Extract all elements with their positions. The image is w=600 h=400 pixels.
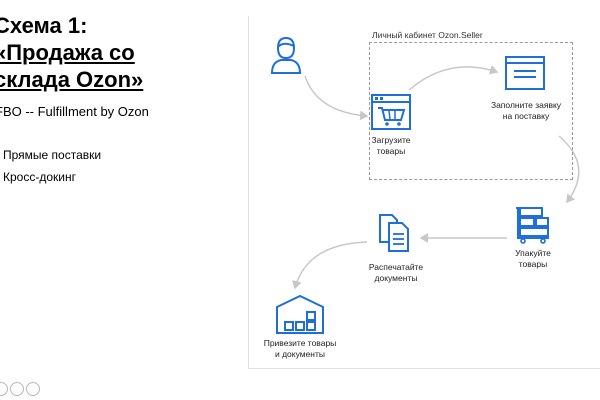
documents-icon	[379, 214, 409, 252]
title-line-2: «Продажа со	[0, 40, 135, 65]
document-window-icon	[505, 56, 545, 90]
seller-cabinet-label: Личный кабинет Ozon.Seller	[372, 30, 483, 40]
slide-title: Схема 1: «Продажа со склада Ozon»	[0, 12, 143, 93]
arrow-user-to-upload	[304, 75, 369, 121]
step-pack-label: Упакуйте товары	[515, 248, 551, 269]
slide-controls	[0, 382, 40, 396]
seller-cabinet-box	[369, 42, 573, 180]
zoom-icon[interactable]	[10, 382, 24, 396]
title-line-3: склада Ozon»	[0, 67, 144, 92]
bullet-item-crossdock: Кросс-докинг	[3, 170, 76, 184]
step-deliver-label: Привезите товары и документы	[263, 338, 337, 359]
warehouse-icon	[276, 294, 324, 334]
bullet-item-direct: Прямые поставки	[3, 148, 102, 162]
arrow-print-to-deliver	[292, 241, 368, 290]
diagram-panel: Личный кабинет Ozon.Seller Загрузите тов…	[248, 16, 600, 369]
bullet-list: Прямые поставки Кросс-докинг	[3, 144, 101, 188]
more-icon[interactable]	[26, 382, 40, 396]
step-print-label: Распечатайте документы	[368, 262, 424, 283]
title-line-1: Схема 1:	[0, 13, 88, 38]
slide-subtitle: FBO -- Fulfillment by Ozon	[0, 104, 149, 119]
step-application-label: Заполните заявку на поставку	[490, 100, 562, 121]
arrow-application-to-pack	[558, 135, 580, 204]
browser-cart-icon	[371, 94, 411, 130]
slide-text-area: Схема 1: «Продажа со склада Ozon» FBO --…	[0, 0, 240, 400]
user-icon	[270, 36, 302, 74]
menu-icon[interactable]	[0, 382, 8, 396]
arrow-upload-to-application	[408, 65, 499, 91]
cart-boxes-icon	[516, 207, 549, 244]
flow-arrows	[292, 65, 580, 290]
step-upload-label: Загрузите товары	[371, 135, 411, 156]
